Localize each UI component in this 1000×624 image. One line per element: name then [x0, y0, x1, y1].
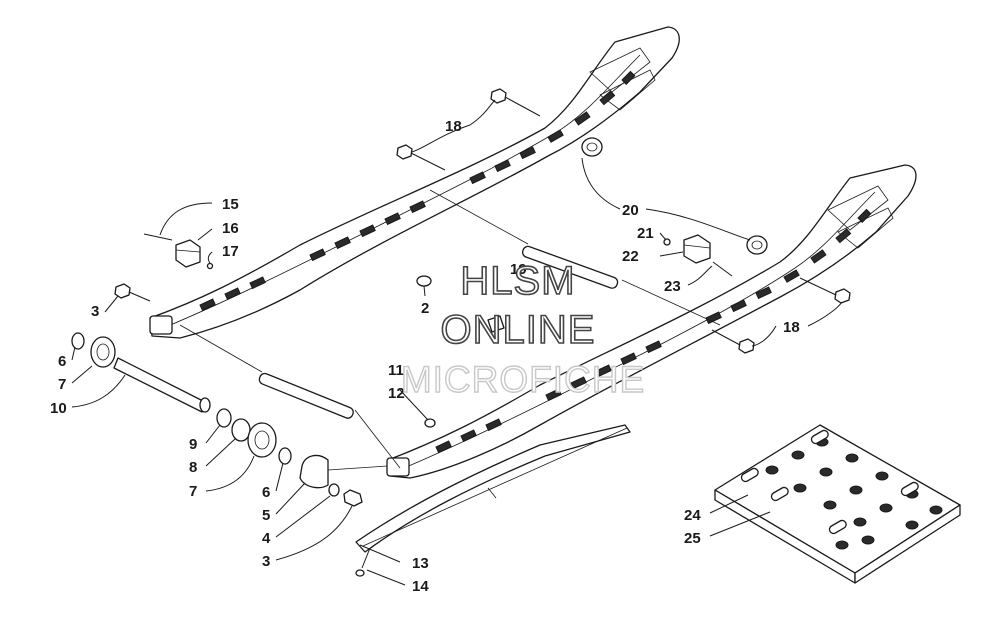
watermark-line-1: HLSM	[460, 259, 575, 303]
callout-17: 17	[222, 243, 239, 260]
track-lugs	[765, 437, 943, 550]
callout-labels: 15 16 17 3 6 7 10 9 8 7 6 5 4 3 18 18 20…	[50, 118, 800, 595]
rear-rail-cutouts	[199, 70, 636, 312]
callout-18-top: 18	[445, 118, 462, 135]
callout-6-right: 6	[262, 484, 270, 501]
watermark: HLSM ONLINE MICROFICHE	[400, 258, 645, 401]
callout-5: 5	[262, 507, 270, 524]
pin-15	[143, 233, 173, 241]
callout-12: 12	[388, 385, 405, 402]
callout-25: 25	[684, 530, 701, 547]
callout-20: 20	[622, 202, 639, 219]
callout-16: 16	[222, 220, 239, 237]
track	[714, 424, 961, 584]
callout-3-upper: 3	[91, 303, 99, 320]
callout-13: 13	[412, 555, 429, 572]
cross-shafts	[179, 189, 721, 469]
front-axle-assembly	[71, 332, 388, 507]
callout-19: 19	[510, 261, 527, 278]
callout-23: 23	[664, 278, 681, 295]
callout-7-left: 7	[58, 376, 66, 393]
front-rail-cutouts	[435, 208, 872, 454]
wear-strip	[355, 424, 631, 553]
track-clips	[740, 429, 919, 535]
callout-15: 15	[222, 196, 239, 213]
callout-8: 8	[189, 459, 197, 476]
clip-17	[206, 262, 214, 270]
rear-slide-rail	[149, 26, 680, 339]
callout-18-right: 18	[783, 319, 800, 336]
callout-14: 14	[412, 578, 429, 595]
callout-7-right: 7	[189, 483, 197, 500]
bolts	[114, 88, 851, 577]
screw-14	[355, 547, 371, 577]
callout-4: 4	[262, 530, 271, 547]
bolt-3-upper	[114, 283, 151, 302]
callout-24: 24	[684, 507, 701, 524]
bolt-18-mid	[396, 144, 446, 171]
bolt-18-right-lower	[711, 329, 755, 354]
callout-6-left: 6	[58, 353, 66, 370]
callout-21: 21	[637, 225, 654, 242]
front-slide-rail	[386, 164, 917, 479]
leader-lines	[71, 99, 843, 586]
callout-9: 9	[189, 436, 197, 453]
callout-22: 22	[622, 248, 639, 265]
callout-11: 11	[388, 362, 404, 379]
callout-3-lower: 3	[262, 553, 270, 570]
watermark-line-3: MICROFICHE	[401, 359, 645, 400]
watermark-line-2: ONLINE	[441, 308, 596, 352]
bolt-18-right-upper	[799, 277, 851, 304]
callout-2: 2	[421, 300, 429, 317]
bolt-18-top	[490, 88, 541, 117]
callout-10: 10	[50, 400, 67, 417]
